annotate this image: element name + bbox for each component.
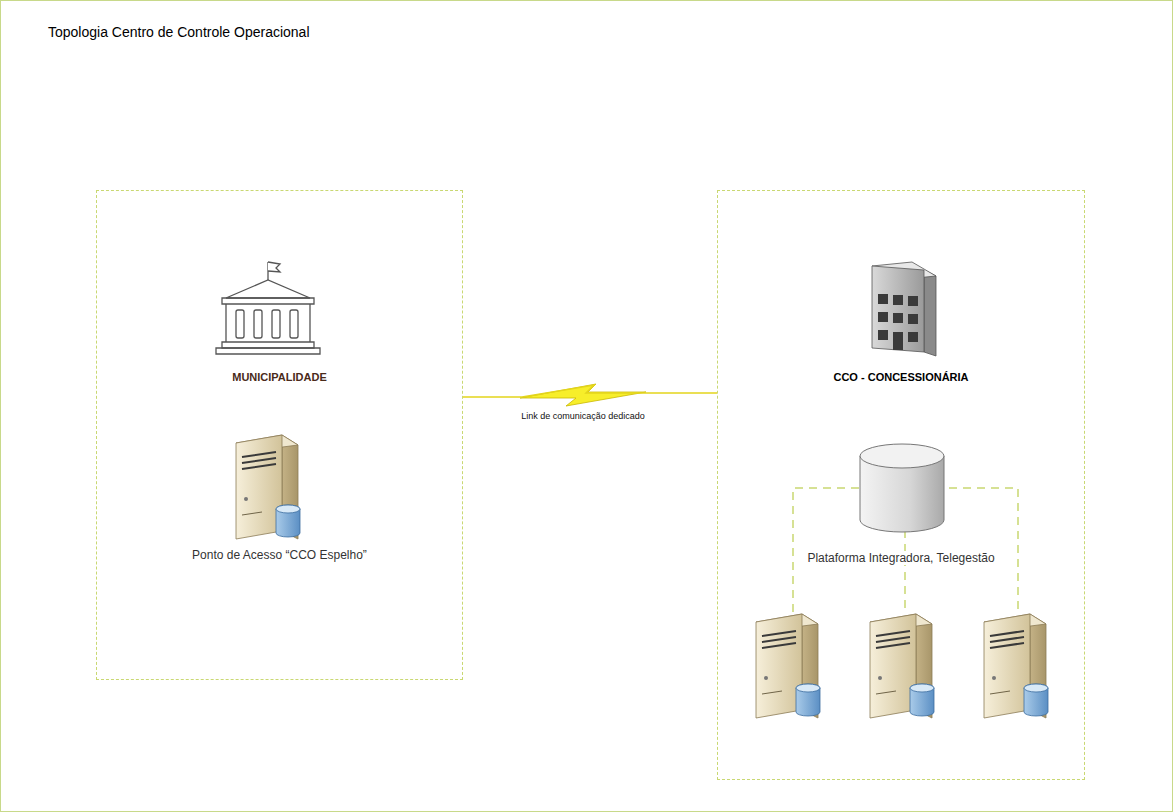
server-icon — [236, 435, 300, 539]
concessionaire-building-icon — [872, 262, 936, 356]
server-icon — [756, 614, 820, 718]
communication-link — [463, 385, 717, 397]
database-cylinder — [860, 444, 944, 532]
server-icon — [870, 614, 934, 718]
municipality-icon — [216, 262, 320, 354]
node-heading: MUNICIPALIDADE — [97, 371, 462, 384]
node-caption: Ponto de Acesso “CCO Espelho” — [97, 548, 462, 562]
node-caption: Plataforma Integradora, Telegestão — [718, 551, 1084, 565]
link-label: Link de comunicação dedicado — [520, 411, 646, 421]
server-icon — [984, 614, 1048, 718]
diagram-title: Topologia Centro de Controle Operacional — [48, 24, 310, 40]
region-box: MUNICIPALIDADE Ponto de Acesso “CCO Espel… — [96, 190, 463, 680]
region-box: CCO - CONCESSIONÁRIA Plataforma Integrado… — [717, 190, 1085, 780]
node-heading: CCO - CONCESSIONÁRIA — [718, 371, 1084, 384]
